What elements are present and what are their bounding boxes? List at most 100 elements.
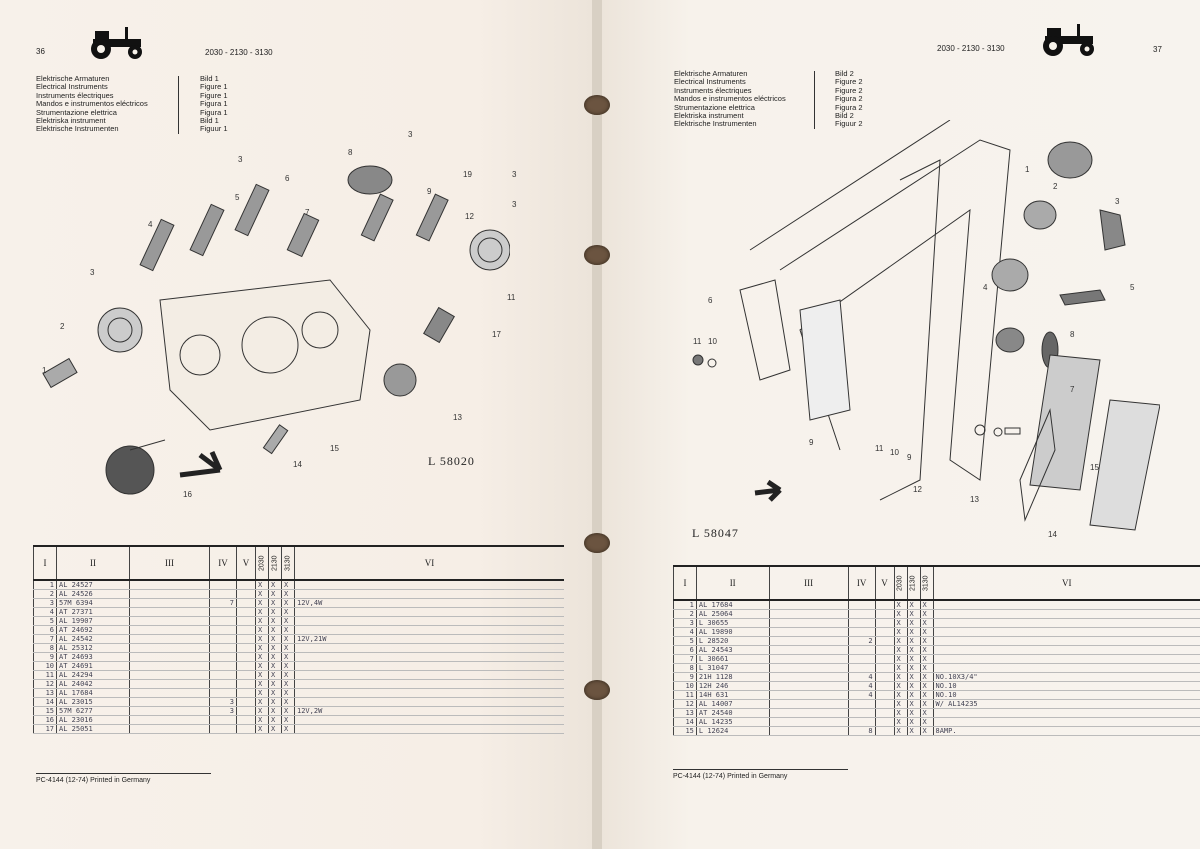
table-cell bbox=[932, 600, 1200, 610]
figure-label: Figure 2 bbox=[835, 77, 863, 87]
exploded-diagram-figure-1 bbox=[42, 165, 510, 495]
table-cell bbox=[209, 715, 237, 725]
table-cell: X bbox=[906, 627, 920, 637]
callout-number: 1 bbox=[42, 366, 47, 375]
table-cell: 13 bbox=[673, 708, 697, 718]
table-cell: X bbox=[893, 717, 907, 727]
callout-number: 4 bbox=[983, 283, 988, 292]
table-cell bbox=[932, 645, 1200, 655]
table-cell bbox=[236, 598, 256, 608]
table-cell: X bbox=[268, 598, 282, 608]
binding-gutter bbox=[592, 0, 602, 849]
table-cell: X bbox=[268, 625, 282, 635]
table-cell: 14 bbox=[673, 717, 697, 727]
table-cell bbox=[236, 589, 256, 599]
table-cell bbox=[236, 625, 256, 635]
figure-label: Bild 1 bbox=[200, 74, 219, 83]
table-cell bbox=[236, 715, 256, 725]
table-cell bbox=[847, 618, 876, 628]
table-cell: 5 bbox=[673, 636, 697, 646]
table-cell: NO.10X3/4" bbox=[932, 672, 1200, 682]
table-cell bbox=[847, 600, 876, 610]
table-cell: X bbox=[919, 681, 933, 691]
divider bbox=[178, 76, 179, 134]
table-cell: X bbox=[281, 616, 295, 626]
callout-number: 3 bbox=[1115, 197, 1120, 206]
table-cell: X bbox=[906, 690, 920, 700]
callout-number: 17 bbox=[492, 330, 501, 339]
table-cell bbox=[209, 661, 237, 671]
table-cell: 15 bbox=[33, 706, 57, 716]
column-header: I bbox=[33, 545, 57, 581]
callout-number: 1 bbox=[1025, 165, 1030, 174]
table-cell: 2 bbox=[33, 589, 57, 599]
callout-number: 8 bbox=[1070, 330, 1075, 339]
table-cell: X bbox=[255, 679, 269, 689]
callout-number: 3 bbox=[512, 170, 517, 179]
callout-number: 9 bbox=[809, 438, 814, 447]
table-cell bbox=[294, 670, 564, 680]
table-cell: X bbox=[281, 652, 295, 662]
table-cell bbox=[129, 598, 210, 608]
table-cell bbox=[129, 679, 210, 689]
table-cell: AL 19907 bbox=[56, 616, 130, 626]
table-cell: 6 bbox=[673, 645, 697, 655]
table-cell: X bbox=[268, 589, 282, 599]
callout-number: 3 bbox=[90, 268, 95, 277]
table-cell bbox=[768, 663, 849, 673]
table-cell: AL 24042 bbox=[56, 679, 130, 689]
callout-number: 14 bbox=[1048, 530, 1057, 539]
table-cell: X bbox=[893, 600, 907, 610]
title-line: Elektrische Armaturen bbox=[674, 69, 748, 78]
column-header: VI bbox=[294, 545, 564, 581]
table-cell bbox=[768, 600, 849, 610]
callout-number: 12 bbox=[465, 212, 474, 221]
table-cell: X bbox=[268, 616, 282, 626]
table-cell: X bbox=[893, 726, 907, 736]
table-cell: X bbox=[268, 724, 282, 734]
table-cell: X bbox=[906, 636, 920, 646]
figure-label: Figure 1 bbox=[200, 82, 228, 92]
table-cell bbox=[932, 708, 1200, 718]
table-cell bbox=[294, 688, 564, 698]
footer: PC-4144 (12-74) Printed in Germany bbox=[36, 773, 211, 784]
table-cell: 21H 1128 bbox=[695, 672, 769, 682]
table-cell: AL 25051 bbox=[56, 724, 130, 734]
table-cell: AL 23016 bbox=[56, 715, 130, 725]
table-cell: X bbox=[281, 724, 295, 734]
table-cell bbox=[847, 645, 876, 655]
table-cell bbox=[847, 663, 876, 673]
table-cell: 13 bbox=[33, 688, 57, 698]
table-cell: 3 bbox=[209, 706, 237, 716]
callout-number: 8 bbox=[348, 148, 353, 157]
table-cell: 8 bbox=[33, 643, 57, 653]
table-cell bbox=[236, 661, 256, 671]
table-cell bbox=[129, 670, 210, 680]
column-header: V bbox=[236, 545, 256, 581]
table-cell: X bbox=[255, 598, 269, 608]
table-cell: X bbox=[268, 634, 282, 644]
table-cell: X bbox=[919, 609, 933, 619]
column-header: 2030 bbox=[894, 566, 907, 600]
table-cell bbox=[236, 670, 256, 680]
table-cell: X bbox=[268, 643, 282, 653]
table-cell: 57M 6277 bbox=[56, 706, 130, 716]
callout-number: 3 bbox=[408, 130, 413, 139]
table-cell bbox=[874, 690, 894, 700]
table-cell bbox=[768, 699, 849, 709]
callout-number: 19 bbox=[463, 170, 472, 179]
table-cell: X bbox=[268, 715, 282, 725]
table-cell: X bbox=[919, 645, 933, 655]
title-line: Elektrische Instrumenten bbox=[674, 119, 757, 129]
callout-number: 3 bbox=[238, 155, 243, 164]
binder-hole bbox=[584, 245, 610, 265]
